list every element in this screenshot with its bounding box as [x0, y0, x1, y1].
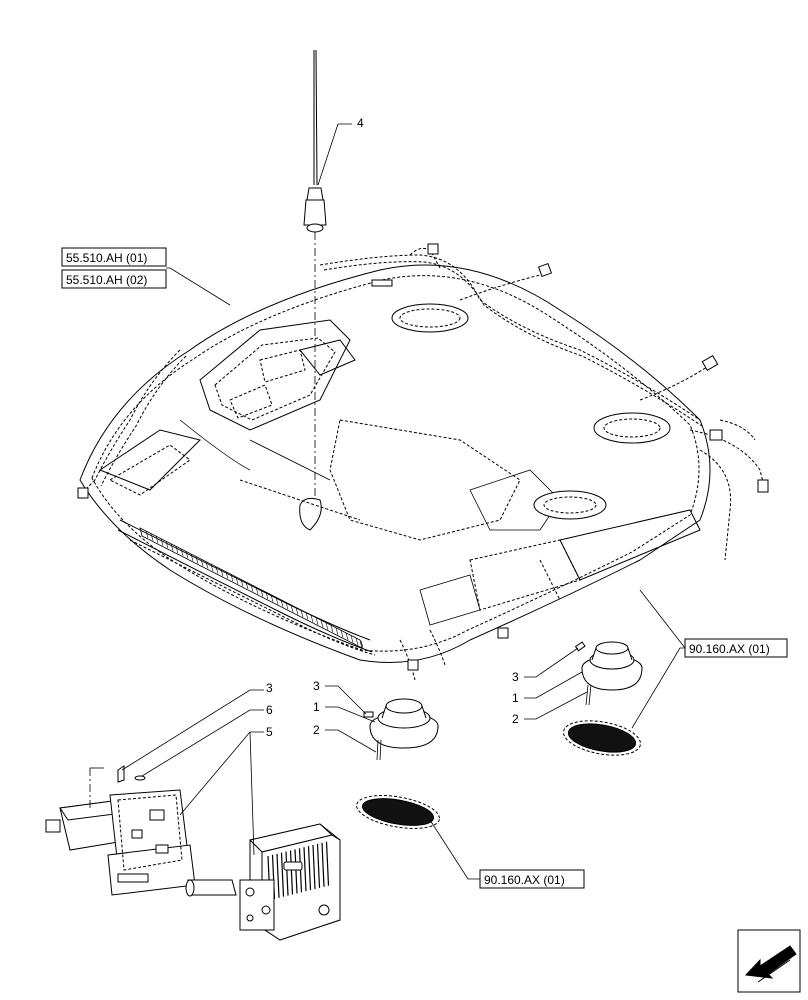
callout-radio-screw: 3: [266, 681, 273, 695]
radio-vent-slot: [303, 847, 307, 892]
grille-slat: [330, 625, 334, 633]
wiring-harness: [79, 247, 766, 681]
grille-slat: [170, 543, 174, 551]
grille-slat: [180, 548, 184, 556]
grille-slat: [150, 533, 154, 541]
grille-slat: [185, 551, 189, 559]
callout-cover-clip-right: 3: [512, 670, 519, 684]
grille-slat: [325, 622, 329, 630]
speaker-right: [574, 641, 643, 706]
arrow-back-icon[interactable]: [737, 929, 801, 993]
callouts-speaker-left: 3 1 2: [313, 679, 377, 753]
grille-slat: [145, 530, 149, 539]
grille-slat: [360, 640, 364, 648]
callout-radio-unit: 5: [266, 725, 273, 739]
grille-slat: [340, 630, 344, 638]
grille-slat: [295, 607, 299, 615]
radio-vent-slot: [307, 846, 312, 891]
callout-antenna: 4: [317, 116, 364, 186]
callout-cover-clip-left: 3: [313, 679, 320, 693]
callout-screw-left: 2: [313, 723, 320, 737]
grille-slat: [230, 574, 234, 582]
antenna: [299, 49, 327, 531]
callout-label: 4: [357, 116, 364, 130]
grille-slat: [220, 569, 224, 577]
grille-slat: [155, 536, 159, 544]
grille-slat: [290, 604, 294, 613]
grille-slat: [245, 581, 249, 590]
grille-slat: [200, 558, 204, 567]
grille-slat: [345, 632, 349, 641]
radio-vent-slot: [321, 842, 325, 887]
grille-slat: [355, 638, 359, 646]
grille-slat: [285, 602, 289, 610]
callout-speaker-right: 1: [512, 691, 519, 705]
grille-slat: [350, 635, 354, 643]
callout-radio-washer: 6: [266, 703, 273, 717]
grille-slat: [265, 592, 269, 600]
grille-slat: [300, 609, 304, 618]
roof-headliner: [79, 264, 711, 663]
grille-slat: [310, 615, 314, 623]
radio-bracket: [45, 767, 196, 896]
radio-vent-slot: [280, 852, 285, 897]
grille-slat: [250, 584, 254, 592]
radio-fasteners: [117, 765, 146, 783]
grille-slat: [205, 561, 209, 569]
harness-connectors: [77, 243, 769, 671]
radio-vent-slot: [325, 841, 330, 886]
harness-reference: 55.510.AH (01) 55.510.AH (02): [61, 247, 231, 306]
radio-unit: [185, 823, 341, 941]
harness-ref-2: 55.510.AH (02): [66, 273, 147, 287]
grille-slat: [210, 564, 214, 572]
radio-vent-slot: [276, 853, 280, 898]
grille-slat: [235, 576, 239, 584]
grille-slat: [305, 612, 309, 620]
grille-slat: [335, 627, 339, 635]
radio-vents: [267, 841, 330, 901]
callout-screw-right: 2: [512, 712, 519, 726]
grille-slat: [270, 594, 274, 602]
radio-vent-slot: [294, 849, 298, 894]
grille-slat: [195, 556, 199, 564]
grille-slat: [260, 589, 264, 597]
grille-slat: [280, 599, 284, 607]
callouts-radio: 3 6 5: [121, 681, 273, 856]
radio-vent-slot: [316, 843, 321, 888]
radio-vent-slot: [289, 850, 294, 895]
grille-slat: [255, 587, 259, 595]
grille-slat: [160, 538, 164, 546]
speaker-reference-right: 90.160.AX (01): [631, 589, 788, 729]
harness-ref-1: 55.510.AH (01): [66, 251, 147, 265]
grille-slat: [190, 553, 194, 562]
radio-vent-slot: [285, 851, 289, 896]
speaker-reference-bottom: 90.160.AX (01): [429, 819, 585, 889]
speaker-grille-right: [562, 720, 642, 756]
speaker-grille-bottom: [356, 795, 440, 829]
grille-slat: [225, 571, 229, 579]
grille-slat: [165, 541, 169, 549]
grille-slat: [315, 617, 319, 625]
grille-slat: [215, 566, 219, 574]
grille-slat: [275, 597, 279, 605]
speaker-left: [363, 698, 439, 761]
grille-slat: [240, 579, 244, 587]
grille-hatching: [145, 530, 364, 648]
speaker-ref-right: 90.160.AX (01): [689, 642, 770, 656]
radio-vent-slot: [312, 844, 316, 890]
callouts-speaker-right: 3 1 2: [512, 647, 588, 726]
grille-slat: [320, 620, 324, 628]
callout-speaker-left: 1: [313, 700, 320, 714]
speaker-ref-bottom: 90.160.AX (01): [484, 873, 565, 887]
grille-slat: [175, 546, 179, 554]
